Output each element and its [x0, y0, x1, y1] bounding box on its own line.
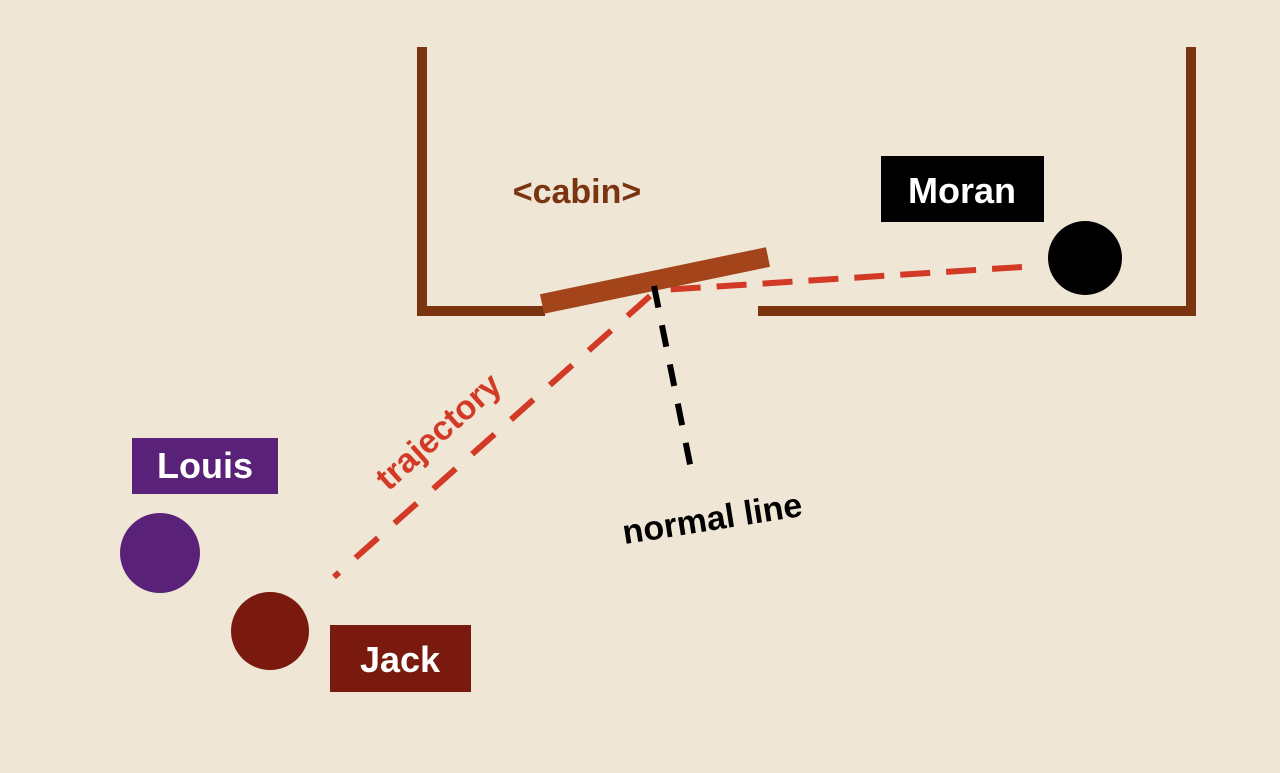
trajectory-segment-reflected	[332, 293, 652, 580]
normal-line	[651, 285, 695, 475]
person-moran: Moran	[881, 156, 1122, 295]
louis-marker	[120, 513, 200, 593]
trajectory-label: trajectory	[368, 366, 509, 498]
moran-label: Moran	[908, 170, 1016, 211]
louis-label: Louis	[157, 445, 253, 486]
person-jack: Jack	[231, 592, 471, 692]
mirror	[539, 247, 771, 314]
louis-label-box	[132, 438, 278, 494]
person-louis: Louis	[120, 438, 278, 593]
jack-label: Jack	[360, 639, 441, 680]
trajectory-segment-incoming	[661, 264, 1023, 293]
cabin-left-wall	[417, 47, 545, 316]
jack-label-box	[330, 625, 471, 692]
moran-label-box	[881, 156, 1044, 222]
normal-line-label: normal line	[620, 486, 805, 552]
cabin-label: <cabin>	[513, 173, 642, 211]
cabin-right-wall	[758, 47, 1196, 316]
moran-marker	[1048, 221, 1122, 295]
jack-marker	[231, 592, 309, 670]
cabin-outline	[417, 47, 1196, 316]
trajectory-path	[332, 264, 1023, 580]
